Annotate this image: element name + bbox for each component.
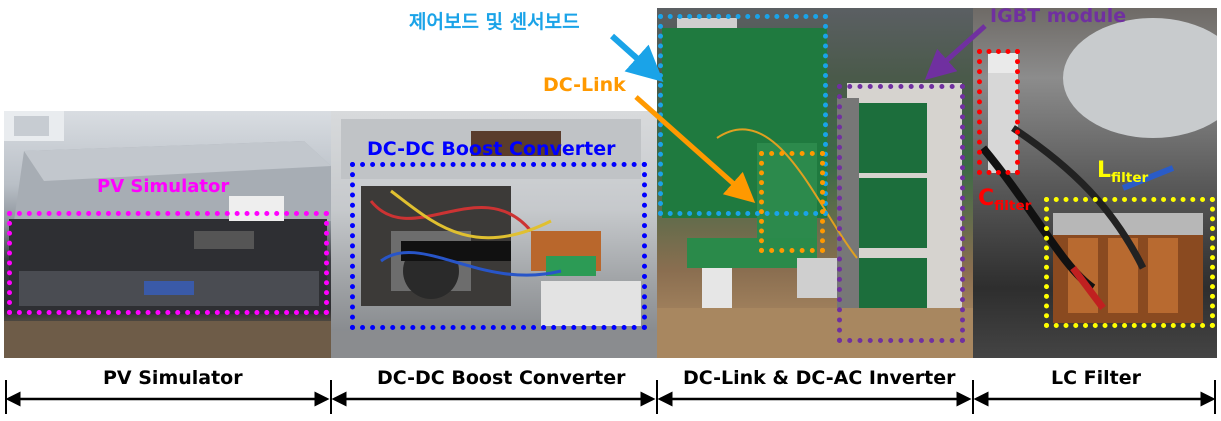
pv-simulator-photo xyxy=(4,111,331,358)
c-filter-annotation: Cfilter xyxy=(978,186,1031,214)
igbt-arrow xyxy=(924,24,987,81)
l-filter-main: L xyxy=(1097,158,1112,183)
igbt-box xyxy=(837,84,965,343)
dc-link-box xyxy=(759,151,825,253)
dc-link-arrow xyxy=(634,95,756,203)
pv-simulator-box xyxy=(7,211,329,315)
section-label-pv-simulator: PV Simulator xyxy=(103,367,243,389)
l-filter-annotation: Lfilter xyxy=(1097,158,1148,186)
control-board-annotation: 제어보드 및 센서보드 xyxy=(409,11,580,33)
boost-converter-box xyxy=(350,162,647,330)
section-label-inverter: DC-Link & DC-AC Inverter xyxy=(683,367,956,389)
c-filter-sub: filter xyxy=(994,197,1032,214)
igbt-annotation: IGBT module xyxy=(990,5,1127,27)
pv-simulator-annotation: PV Simulator xyxy=(97,176,230,197)
l-filter-box xyxy=(1044,197,1215,328)
l-filter-sub: filter xyxy=(1111,169,1149,186)
section-label-boost-converter: DC-DC Boost Converter xyxy=(377,367,626,389)
boost-converter-photo xyxy=(331,111,657,358)
c-filter-box xyxy=(977,49,1020,175)
control-board-box xyxy=(658,14,828,216)
inverter-photo xyxy=(657,8,973,358)
section-label-lc-filter: LC Filter xyxy=(1051,367,1142,389)
boost-converter-annotation: DC-DC Boost Converter xyxy=(367,138,616,160)
lc-filter-photo xyxy=(973,8,1217,358)
dc-link-annotation: DC-Link xyxy=(543,74,626,96)
control-board-arrow xyxy=(609,33,664,83)
c-filter-main: C xyxy=(978,186,995,211)
